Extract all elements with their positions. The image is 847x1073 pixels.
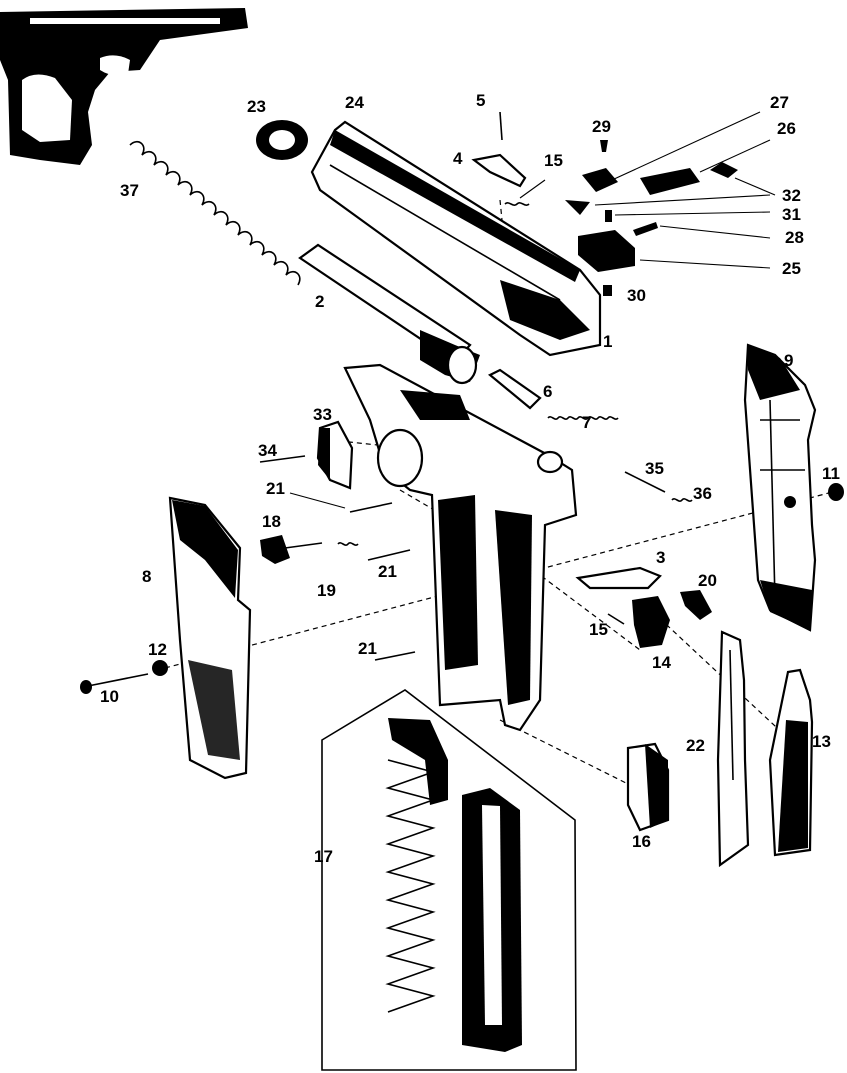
small-top-parts (471, 111, 738, 296)
callout-27: 27 (770, 93, 789, 112)
callout-11: 11 (822, 464, 840, 483)
callout-37: 37 (120, 181, 139, 200)
mainspring-22 (716, 630, 750, 868)
callout-19: 19 (317, 581, 336, 600)
barrel-2 (298, 243, 480, 385)
callout-21-mid: 21 (378, 562, 397, 581)
callout-17: 17 (314, 847, 333, 866)
callout-3: 3 (656, 548, 665, 567)
callout-18: 18 (262, 512, 281, 531)
callout-31: 31 (782, 205, 801, 224)
backstrap-13 (768, 668, 814, 857)
callout-32: 32 (782, 186, 801, 205)
callout-7: 7 (582, 413, 591, 432)
callout-30: 30 (627, 286, 646, 305)
pistol-assembled-icon (0, 8, 248, 165)
trigger-group (575, 566, 712, 648)
callout-23: 23 (247, 97, 266, 116)
callout-34: 34 (258, 441, 277, 460)
callout-29: 29 (592, 117, 611, 136)
callout-1: 1 (603, 332, 612, 351)
grip-screw (80, 660, 168, 694)
safety-and-pins (259, 420, 416, 661)
callout-21-bottom: 21 (358, 639, 377, 658)
callout-15-bottom: 15 (589, 620, 608, 639)
callout-14: 14 (652, 653, 671, 672)
frame (343, 363, 578, 732)
callout-12: 12 (148, 640, 167, 659)
callout-35: 35 (645, 459, 664, 478)
callout-33: 33 (313, 405, 332, 424)
callout-16: 16 (632, 832, 651, 851)
grip-right-9 (743, 343, 844, 632)
leader-lines (289, 111, 776, 509)
callout-labels: 1 2 3 4 5 6 7 8 9 10 11 12 13 14 15 15 1… (100, 91, 840, 866)
callout-24: 24 (345, 93, 364, 112)
guide-rod-and-springs (487, 368, 693, 502)
bushing-23 (256, 120, 308, 160)
grip-left-8 (168, 496, 252, 780)
callout-10: 10 (100, 687, 119, 706)
callout-25: 25 (782, 259, 801, 278)
callout-9: 9 (784, 351, 793, 370)
callout-22: 22 (686, 736, 705, 755)
callout-13: 13 (812, 732, 831, 751)
magazine-assembly-17 (321, 689, 577, 1071)
slide-1 (310, 120, 602, 357)
callout-15-top: 15 (544, 151, 563, 170)
callout-6: 6 (543, 382, 552, 401)
callout-26: 26 (777, 119, 796, 138)
callout-5: 5 (476, 91, 485, 110)
block-16 (626, 742, 670, 832)
slide-stop-and-spring (260, 535, 359, 564)
callout-21-top: 21 (266, 479, 285, 498)
callout-28: 28 (785, 228, 804, 247)
callout-20: 20 (698, 571, 717, 590)
callout-36: 36 (693, 484, 712, 503)
callout-2: 2 (315, 292, 324, 311)
recoil-spring-37 (129, 140, 301, 286)
callout-4: 4 (453, 149, 463, 168)
callout-8: 8 (142, 567, 151, 586)
